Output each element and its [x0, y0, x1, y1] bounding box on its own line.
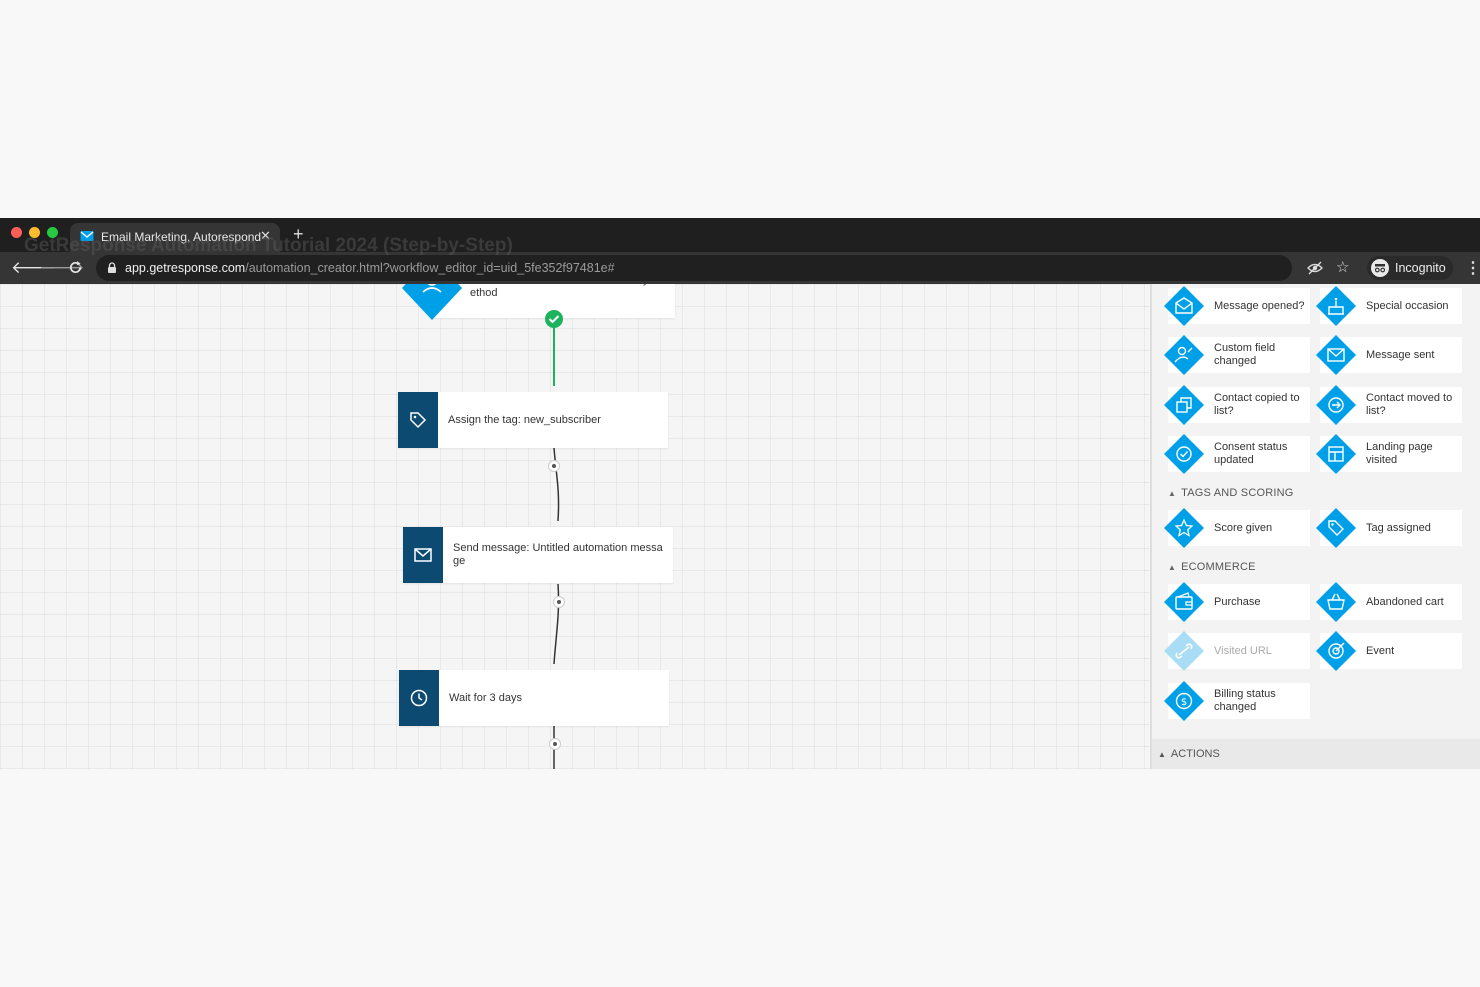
- svg-text:$: $: [1181, 697, 1187, 708]
- section-ecommerce[interactable]: ▲ ECOMMERCE: [1168, 561, 1256, 573]
- item-event[interactable]: Event: [1316, 631, 1462, 671]
- node-label: Send message: Untitled automation messa …: [453, 542, 663, 567]
- envelope-send-icon: [1316, 335, 1356, 375]
- dollar-cycle-icon: $: [1164, 681, 1204, 721]
- target-icon: [1316, 631, 1356, 671]
- envelope-icon: [403, 527, 443, 583]
- item-label: Tag assigned: [1366, 521, 1431, 534]
- envelope-favicon-icon: [80, 231, 94, 241]
- link-icon: [1164, 631, 1204, 671]
- clock-icon: [399, 670, 439, 726]
- wait-node[interactable]: Wait for 3 days: [399, 670, 669, 726]
- cake-icon: [1316, 286, 1356, 326]
- browser-window: Email Marketing, Autoresponde ✕ + 🡐 🡒 ap…: [0, 218, 1480, 769]
- item-label: Abandoned cart: [1366, 595, 1444, 608]
- connector-dot[interactable]: [549, 738, 561, 750]
- item-landing-page-visited[interactable]: Landing page visited: [1316, 434, 1462, 474]
- envelope-open-icon: [1164, 286, 1204, 326]
- back-arrow-icon[interactable]: 🡐: [11, 258, 57, 277]
- section-label: ECOMMERCE: [1181, 561, 1256, 573]
- item-label: Score given: [1214, 521, 1273, 534]
- eye-slash-icon[interactable]: [1307, 261, 1323, 275]
- check-circle-icon: [545, 310, 563, 328]
- item-billing-status[interactable]: $ Billing status changed: [1164, 681, 1310, 721]
- item-message-opened[interactable]: Message opened?: [1164, 286, 1310, 326]
- url-text: app.getresponse.com/automation_creator.h…: [125, 261, 615, 275]
- star-icon: [1164, 508, 1204, 548]
- tag-icon: [398, 392, 438, 448]
- send-message-node[interactable]: Send message: Untitled automation messa …: [403, 527, 673, 583]
- assign-tag-node[interactable]: Assign the tag: new_subscriber: [398, 392, 668, 448]
- trigger-node-text: Subscribed to meticstutorials via any m …: [470, 284, 661, 299]
- section-tags-and-scoring[interactable]: ▲ TAGS AND SCORING: [1168, 487, 1294, 499]
- conditions-panel: Message opened? Special occasion Custom …: [1150, 284, 1480, 769]
- item-label: Event: [1366, 644, 1395, 657]
- url-path: /automation_creator.html?workflow_editor…: [245, 261, 615, 275]
- check-circle-icon: [1164, 434, 1204, 474]
- item-special-occasion[interactable]: Special occasion: [1316, 286, 1462, 326]
- item-label: Special occasion: [1366, 299, 1449, 312]
- star-bookmark-icon[interactable]: ☆: [1336, 259, 1350, 276]
- tab-title: Email Marketing, Autoresponde: [101, 230, 261, 244]
- lock-icon: [108, 262, 116, 273]
- item-label: Message sent: [1366, 348, 1435, 361]
- incognito-icon: [1371, 259, 1389, 277]
- kebab-menu-icon[interactable]: ⋮: [1465, 260, 1480, 277]
- item-label: Purchase: [1214, 595, 1261, 608]
- zoom-window-button[interactable]: [47, 227, 58, 238]
- user-edit-icon: [1164, 335, 1204, 375]
- section-label: TAGS AND SCORING: [1181, 487, 1294, 499]
- basket-icon: [1316, 582, 1356, 622]
- item-tag-assigned[interactable]: Tag assigned: [1316, 508, 1462, 548]
- item-purchase[interactable]: Purchase: [1164, 582, 1310, 622]
- collapse-triangle-icon: ▲: [1168, 563, 1177, 572]
- tab-bar: Email Marketing, Autoresponde ✕ +: [0, 218, 1480, 252]
- url-bar[interactable]: app.getresponse.com/automation_creator.h…: [96, 255, 1349, 281]
- incognito-profile-button[interactable]: Incognito: [1367, 256, 1453, 280]
- layout-icon: [1316, 434, 1356, 474]
- item-visited-url: Visited URL: [1164, 631, 1310, 671]
- item-contact-copied[interactable]: Contact copied to list?: [1164, 385, 1310, 425]
- close-window-button[interactable]: [11, 227, 22, 238]
- item-contact-moved[interactable]: Contact moved to list?: [1316, 385, 1462, 425]
- video-overlay-title: GetResponse Automation Tutorial 2024 (St…: [24, 235, 513, 256]
- item-label: Custom field changed: [1214, 342, 1276, 367]
- item-label: Billing status changed: [1214, 688, 1276, 713]
- item-label: Contact moved to list?: [1366, 392, 1453, 417]
- item-label: Consent status updated: [1214, 441, 1288, 466]
- reload-icon[interactable]: [68, 260, 83, 275]
- node-label: Assign the tag: new_subscriber: [448, 413, 601, 426]
- section-actions[interactable]: ▲ ACTIONS: [1152, 739, 1480, 769]
- item-label: Landing page visited: [1366, 441, 1433, 466]
- connector-dot[interactable]: [548, 460, 560, 472]
- section-actions-header: ▲ ACTIONS: [1158, 748, 1220, 760]
- close-tab-icon[interactable]: ✕: [260, 228, 271, 243]
- item-custom-field-changed[interactable]: Custom field changed: [1164, 335, 1310, 375]
- tag-icon: [1316, 508, 1356, 548]
- item-abandoned-cart[interactable]: Abandoned cart: [1316, 582, 1462, 622]
- url-host: app.getresponse.com: [125, 261, 246, 275]
- collapse-triangle-icon: ▲: [1158, 750, 1166, 759]
- new-tab-button[interactable]: +: [293, 224, 304, 244]
- section-label: ACTIONS: [1170, 748, 1220, 760]
- node-label: Wait for 3 days: [449, 691, 522, 704]
- profile-label: Incognito: [1395, 261, 1446, 275]
- item-label: Visited URL: [1214, 644, 1272, 657]
- minimize-window-button[interactable]: [29, 227, 40, 238]
- item-label: Message opened?: [1214, 299, 1305, 312]
- wallet-icon: [1164, 582, 1204, 622]
- browser-tab[interactable]: Email Marketing, Autoresponde ✕: [70, 223, 280, 252]
- item-label: Contact copied to list?: [1214, 392, 1300, 417]
- move-icon: [1316, 385, 1356, 425]
- connector-dot[interactable]: [553, 596, 565, 608]
- workflow-canvas[interactable]: Subscribed to meticstutorials via any m …: [0, 284, 1150, 769]
- subscriber-trigger-icon: [402, 284, 462, 320]
- address-bar: 🡐 🡒 app.getresponse.com/automation_creat…: [0, 252, 1480, 284]
- item-consent-status[interactable]: Consent status updated: [1164, 434, 1310, 474]
- copy-icon: [1164, 385, 1204, 425]
- item-message-sent[interactable]: Message sent: [1316, 335, 1462, 375]
- collapse-triangle-icon: ▲: [1168, 489, 1177, 498]
- item-score-given[interactable]: Score given: [1164, 508, 1310, 548]
